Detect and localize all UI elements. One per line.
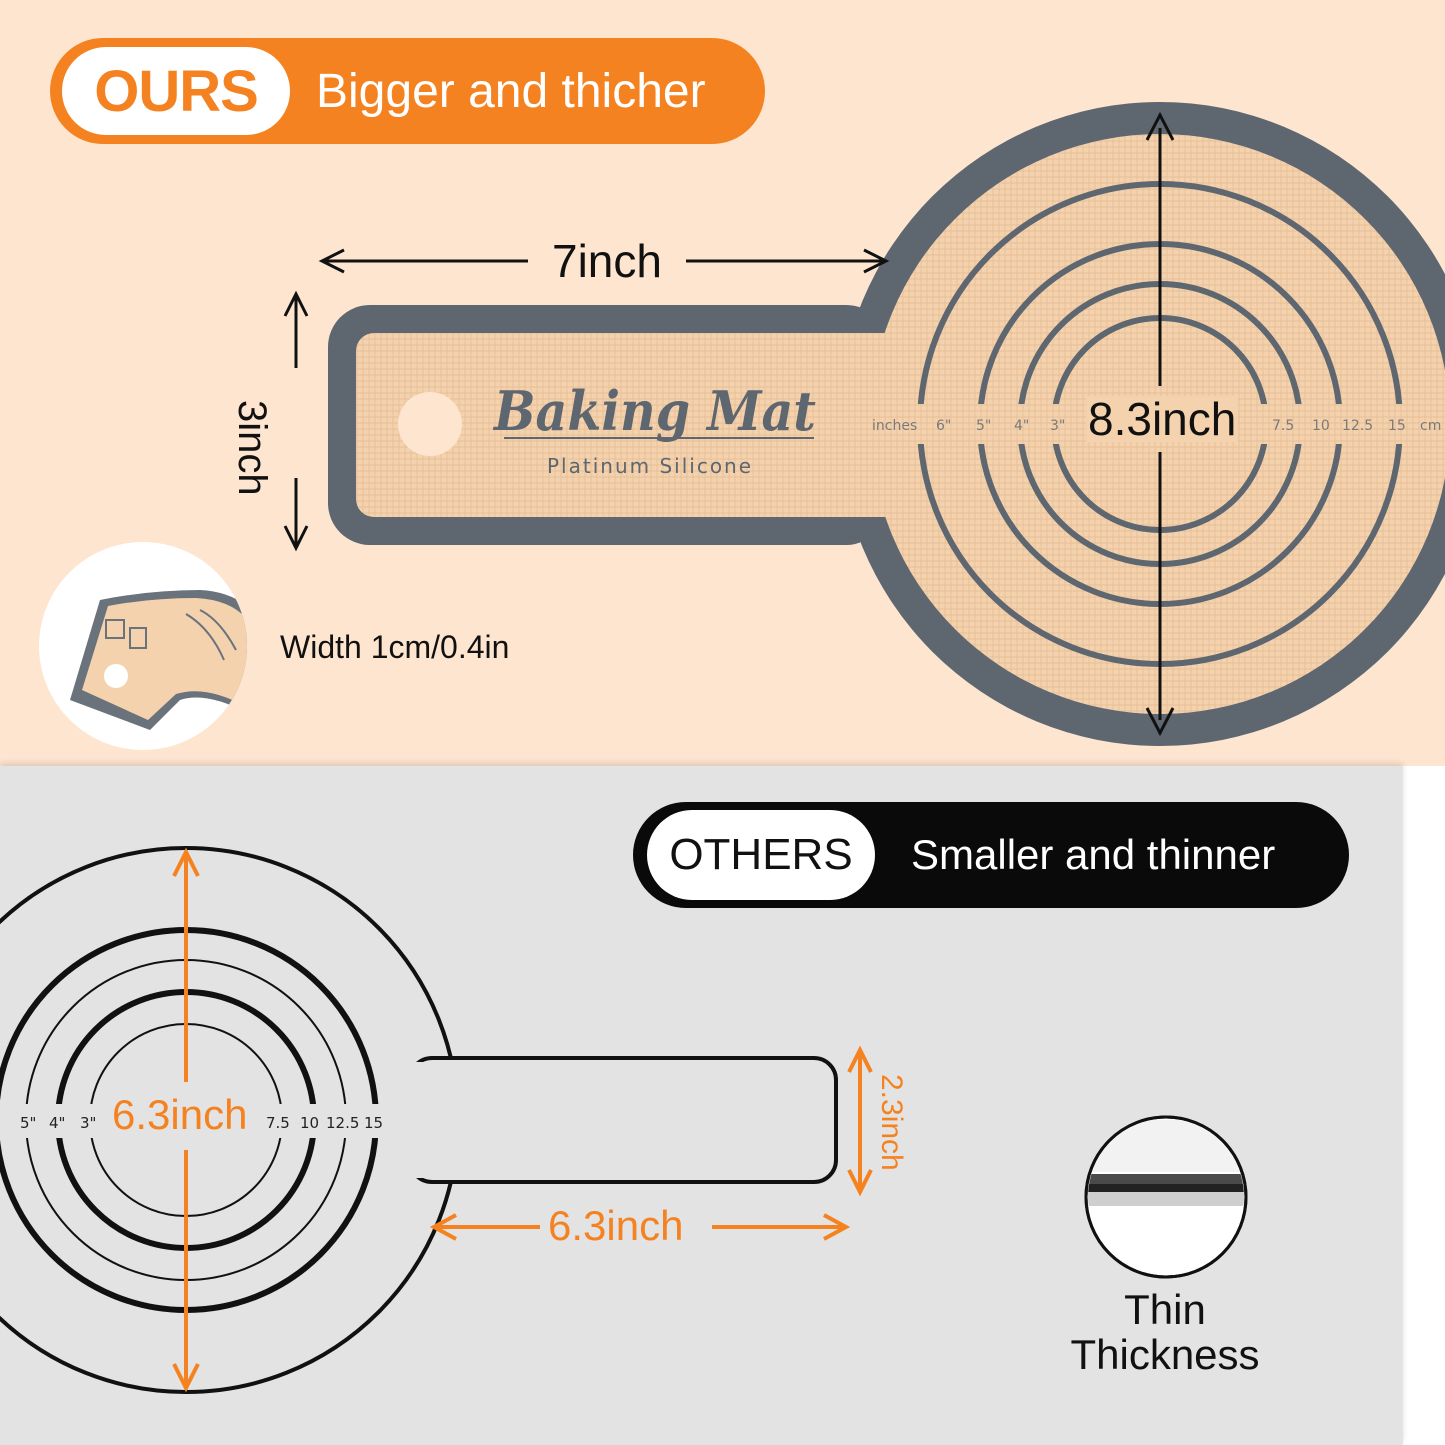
svg-text:15: 15 — [1388, 418, 1406, 434]
others-width-label: 2.3inch — [875, 1074, 908, 1171]
width-arrow — [283, 290, 309, 552]
scale-labels: inches 6" 5" 4" 3" 7.5 10 12.5 15 cm — [872, 418, 1441, 434]
svg-text:5": 5" — [20, 1114, 36, 1132]
svg-text:7.5: 7.5 — [1272, 418, 1294, 434]
thin-line-2: Thickness — [1070, 1330, 1260, 1378]
svg-text:10: 10 — [1312, 418, 1330, 434]
hanging-hole — [398, 392, 462, 456]
svg-text:3": 3" — [1050, 418, 1065, 434]
others-baking-mat: 5" 4" 3" 7.5 10 12.5 15 — [0, 846, 838, 1394]
svg-text:15: 15 — [364, 1114, 383, 1132]
others-diameter-arrow — [172, 847, 200, 1393]
svg-text:inches: inches — [872, 418, 917, 434]
svg-text:cm: cm — [1420, 418, 1441, 434]
others-diameter-label: 6.3inch — [112, 1091, 248, 1138]
svg-text:4": 4" — [49, 1114, 65, 1132]
others-headline: Smaller and thinner — [911, 831, 1276, 878]
ours-headline: Bigger and thicher — [316, 64, 706, 118]
others-tag: OTHERS — [647, 810, 875, 900]
diameter-arrow — [1145, 111, 1175, 737]
thin-thickness-thumbnail — [1084, 1115, 1248, 1279]
svg-text:3": 3" — [80, 1114, 96, 1132]
ours-badge: OURS Bigger and thicher — [50, 38, 765, 144]
thin-line-1: Thin — [1124, 1286, 1206, 1333]
length-arrow — [318, 248, 890, 274]
brand-material: Platinum Silicone — [547, 454, 753, 478]
ours-thickness-label: Width 1cm/0.4in — [280, 629, 510, 665]
svg-text:12.5: 12.5 — [326, 1114, 359, 1132]
others-badge: OTHERS Smaller and thinner — [633, 802, 1349, 908]
ours-diameter-label: 8.3inch — [1086, 393, 1239, 445]
svg-text:4": 4" — [1014, 418, 1029, 434]
brand-name: Baking Mat — [492, 379, 816, 443]
svg-text:12.5: 12.5 — [1342, 418, 1373, 434]
svg-text:6": 6" — [936, 418, 951, 434]
ours-width-label: 3inch — [230, 400, 274, 496]
svg-text:10: 10 — [300, 1114, 319, 1132]
ours-length-label: 7inch — [552, 235, 662, 287]
svg-text:7.5: 7.5 — [266, 1114, 290, 1132]
thin-thickness-label: Thin Thickness — [1040, 1286, 1290, 1378]
others-length-arrow — [429, 1213, 851, 1241]
ours-tag: OURS — [62, 47, 290, 135]
others-scale-labels: 5" 4" 3" 7.5 10 12.5 15 — [20, 1114, 383, 1132]
others-width-arrow — [847, 1045, 873, 1197]
mat-thickness-thumbnail — [39, 542, 247, 750]
others-length-label: 6.3inch — [548, 1202, 684, 1249]
svg-text:5": 5" — [976, 418, 991, 434]
